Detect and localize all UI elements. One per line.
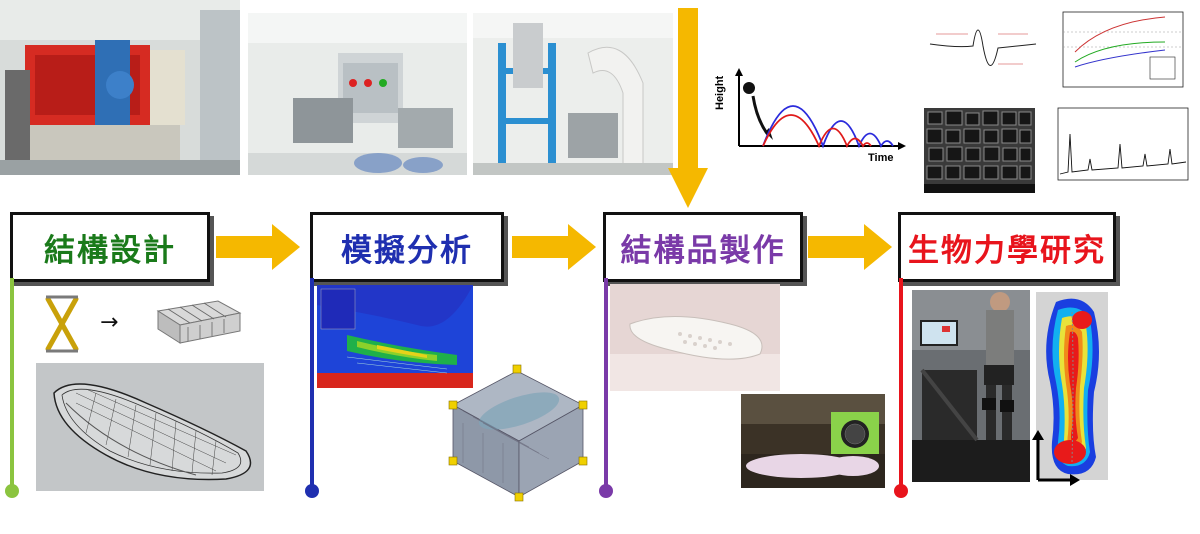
3d-printer-photo (741, 394, 885, 488)
stage-biomechanics-research: 生物力學研究 (898, 212, 1116, 282)
mixer-machine-photo (248, 13, 467, 175)
stage-simulation-analysis-label: 模擬分析 (341, 232, 473, 269)
arrow-stage3-to-stage4 (808, 224, 892, 270)
arrow-stage1-to-stage2 (216, 224, 300, 270)
lattice-block-icon (148, 297, 248, 347)
ball-icon (743, 82, 755, 94)
stage-fabrication: 結構品製作 (603, 212, 803, 282)
timeline-stage1 (10, 278, 14, 490)
stage-structure-design-label: 結構設計 (44, 232, 176, 269)
timeline-stage2-end-dot (305, 484, 319, 498)
bounce-series-red (762, 114, 872, 149)
extruder-machine-photo (0, 0, 240, 175)
fea-stress-render (317, 285, 473, 388)
foam-sem-image (924, 108, 1035, 193)
stage-biomechanics-research-label: 生物力學研究 (908, 232, 1106, 269)
timeline-stage2 (310, 278, 314, 490)
fea-mesh-block-render (443, 363, 591, 505)
timeline-stage4-end-dot (894, 484, 908, 498)
arrow-stage2-to-stage3 (512, 224, 596, 270)
ball-bounce-chart: Height Time (713, 66, 913, 166)
bounce-series-blue (762, 105, 894, 149)
insole-wireframe-render (36, 363, 264, 491)
ftir-spectrum-thumbnail (1048, 104, 1196, 194)
lattice-unit-cell-icon (42, 293, 82, 355)
filament-tower-photo (473, 13, 673, 175)
bounce-xlabel: Time (868, 152, 893, 164)
stage-simulation-analysis: 模擬分析 (310, 212, 504, 282)
down-arrow-icon (668, 8, 708, 208)
rheology-plot-thumbnail (1045, 2, 1195, 100)
bounce-ylabel: Height (714, 75, 726, 110)
foot-pressure-axis-icon (1030, 430, 1082, 486)
timeline-stage1-end-dot (5, 484, 19, 498)
plantar-pressure-map (1036, 292, 1108, 480)
dsc-curve-thumbnail (928, 4, 1038, 100)
treadmill-gait-photo (912, 290, 1030, 482)
stage-structure-design: 結構設計 (10, 212, 210, 282)
timeline-stage3 (604, 278, 608, 490)
stage-fabrication-label: 結構品製作 (620, 232, 786, 269)
printed-insole-photo (610, 284, 780, 391)
timeline-stage4 (899, 278, 903, 490)
lattice-arrow-icon: → (100, 310, 119, 335)
timeline-stage3-end-dot (599, 484, 613, 498)
